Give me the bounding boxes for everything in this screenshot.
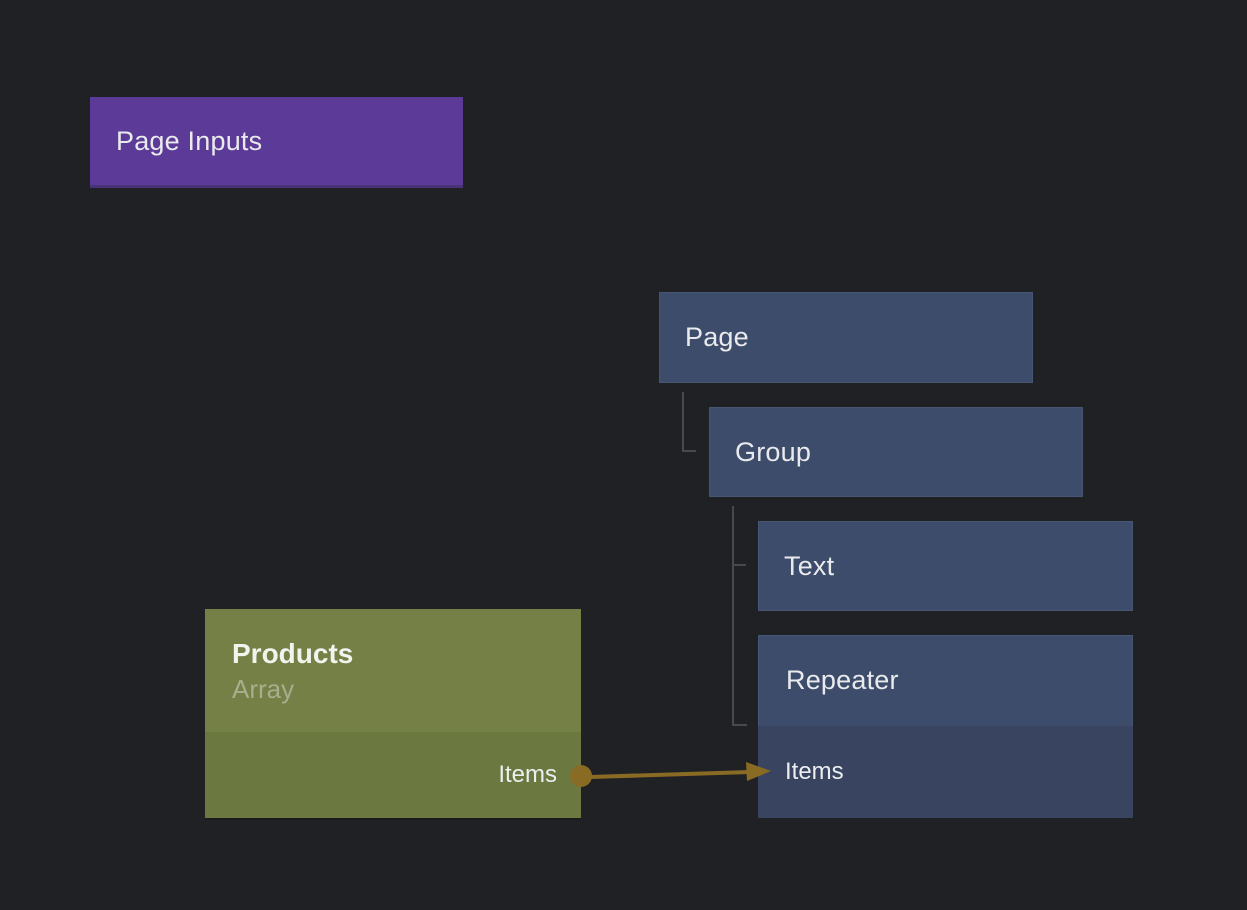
text-node-label: Text [784,550,835,581]
repeater-items-input-port[interactable]: Items [758,726,1133,818]
node-products[interactable]: Products Array Items [205,609,581,820]
tree-connector-group-repeater-horizontal [734,724,747,726]
page-inputs-label: Page Inputs [116,125,263,156]
node-page-inputs[interactable]: Page Inputs [90,97,463,188]
products-type-label: Array [232,673,295,704]
tree-connector-group-children-vertical [732,506,734,726]
node-page[interactable]: Page [659,292,1033,383]
tree-connector-page-group-vertical [682,392,684,452]
node-text[interactable]: Text [758,521,1133,611]
group-node-label: Group [735,436,812,467]
products-title: Products [232,637,354,669]
repeater-items-port-label: Items [785,758,844,785]
products-items-port-label: Items [498,760,557,788]
repeater-node-label: Repeater [786,665,899,695]
products-header: Products Array [205,609,581,732]
tree-connector-page-group-horizontal [682,450,696,452]
tree-connector-group-text-horizontal [734,564,746,566]
products-items-port-dot[interactable] [570,765,592,787]
node-group[interactable]: Group [709,407,1083,497]
products-items-output-port[interactable]: Items [205,731,581,818]
page-node-label: Page [685,322,749,352]
node-repeater[interactable]: Repeater Items [758,635,1133,818]
repeater-header: Repeater [758,635,1133,726]
connection-line [589,770,751,779]
